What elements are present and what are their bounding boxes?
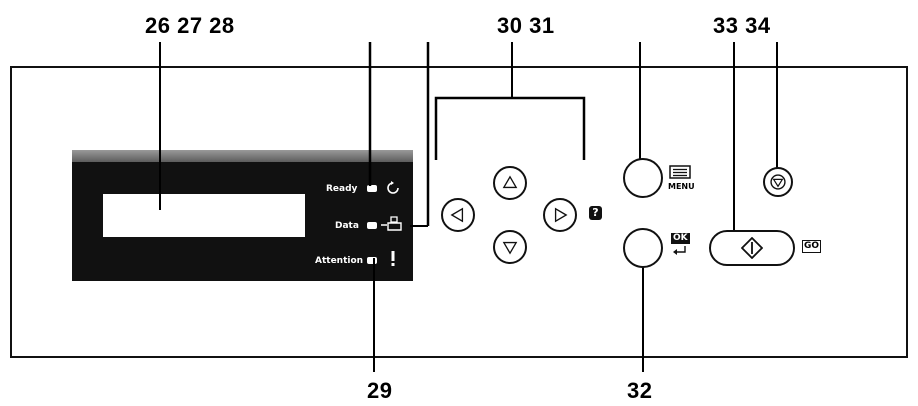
callout-33-34: 33 34	[713, 13, 771, 38]
triangle-right-icon	[554, 207, 568, 223]
down-arrow-button[interactable]	[493, 230, 527, 264]
data-led	[367, 222, 377, 229]
printer-job-icon	[381, 216, 402, 231]
display-top-strip	[72, 150, 413, 162]
stop-octagon-icon	[770, 174, 786, 190]
help-icon: ?	[589, 206, 602, 220]
callout-29: 29	[367, 378, 393, 403]
enter-arrow-icon	[673, 246, 686, 255]
ok-label: OK	[671, 233, 690, 244]
callout-30-31: 30 31	[497, 13, 555, 38]
display-unit: Ready Data Attention	[72, 150, 413, 281]
ok-button[interactable]	[623, 228, 663, 268]
menu-button[interactable]	[623, 158, 663, 198]
lcd-screen	[103, 194, 305, 237]
attention-led	[367, 257, 377, 264]
callout-32: 32	[627, 378, 653, 403]
triangle-down-icon	[502, 241, 518, 255]
up-arrow-button[interactable]	[493, 166, 527, 200]
diamond-start-icon	[741, 237, 763, 259]
power-cycle-icon	[387, 181, 399, 194]
ready-led	[367, 185, 377, 192]
ready-label: Ready	[326, 184, 358, 194]
callout-26-27-28: 26 27 28	[145, 13, 235, 38]
menu-list-icon	[669, 165, 691, 179]
triangle-up-icon	[502, 175, 518, 189]
attention-label: Attention	[315, 256, 364, 266]
menu-label: MENU	[668, 182, 695, 191]
go-label: GO	[802, 240, 822, 253]
stop-button[interactable]	[763, 167, 793, 197]
left-arrow-button[interactable]	[441, 198, 475, 232]
exclamation-icon	[391, 251, 395, 266]
triangle-left-icon	[450, 207, 464, 223]
data-label: Data	[335, 221, 359, 231]
right-arrow-button[interactable]	[543, 198, 577, 232]
